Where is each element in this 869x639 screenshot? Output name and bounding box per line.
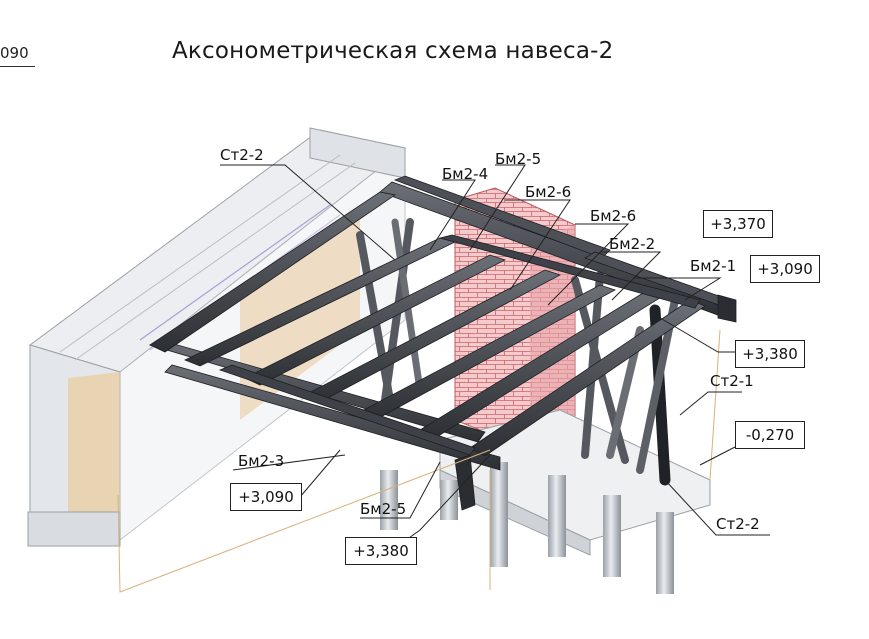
elevation-tag: +3,370 — [703, 210, 773, 238]
label-bm2-2: Бм2-2 — [609, 235, 656, 253]
elevation-tag: -0,270 — [735, 421, 805, 449]
label-bm2-6-a: Бм2-6 — [525, 183, 572, 201]
elevation-tag: +3,090 — [230, 483, 302, 511]
elevation-tag: +3,380 — [345, 537, 417, 565]
label-bm2-6-b: Бм2-6 — [590, 207, 637, 225]
label-st2-1: Ст2-1 — [710, 372, 754, 390]
elevation-tag: +3,380 — [735, 340, 805, 368]
label-bm2-1: Бм2-1 — [690, 257, 737, 275]
guide-lines — [117, 329, 721, 593]
label-st2-2-bottom: Ст2-2 — [716, 515, 760, 533]
label-bm2-3: Бм2-3 — [238, 452, 285, 470]
label-bm2-5-top: Бм2-5 — [495, 150, 542, 168]
label-bm2-4: Бм2-4 — [442, 165, 489, 183]
label-st2-2-top: Ст2-2 — [220, 146, 264, 164]
drawing-title: Аксонометрическая схема навеса-2 — [172, 38, 614, 64]
label-bm2-5-bottom: Бм2-5 — [360, 500, 407, 518]
elevation-tag: +3,090 — [750, 255, 820, 283]
piles — [380, 462, 674, 594]
steel-beams — [148, 175, 737, 511]
sheet-reference-underline — [0, 66, 35, 67]
leader-lines — [220, 164, 770, 549]
sheet-reference: 090 — [0, 44, 29, 62]
